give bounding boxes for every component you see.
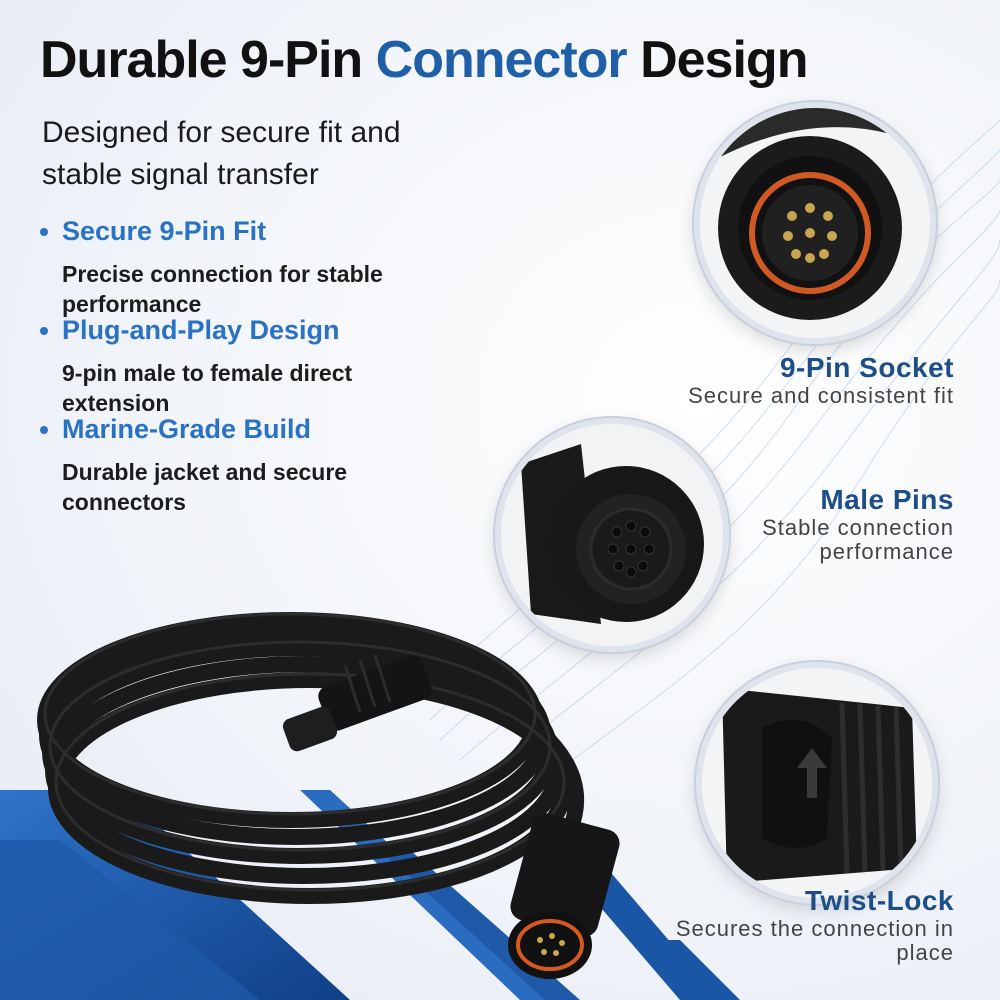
headline: Durable 9-Pin Connector Design <box>40 31 808 89</box>
feature-title: Plug-and-Play Design <box>62 315 340 345</box>
blue-stripe-6 <box>650 940 740 1000</box>
feature-title: Secure 9-Pin Fit <box>62 216 267 246</box>
callout-male-pins-image <box>495 418 729 652</box>
blue-stripe-2 <box>0 840 260 1000</box>
callout-socket-label: 9-Pin Socket Secure and consistent fit <box>688 352 954 408</box>
feature-desc: Durable jacket and secure connectors <box>62 459 348 515</box>
feature-desc: Precise connection for stable performanc… <box>62 261 383 317</box>
callout-twist-lock-label: Twist-Lock Secures the connection in pla… <box>664 885 954 965</box>
cable-connector-lower <box>508 813 620 979</box>
bullet-icon <box>40 326 48 335</box>
bullet-icon <box>40 425 48 434</box>
callout-desc: Stable connection performance <box>762 515 954 564</box>
headline-accent: Connector <box>375 31 628 89</box>
feature-marine-grade: Marine-Grade Build Durable jacket and se… <box>40 414 640 517</box>
callout-twist-lock-image <box>696 662 938 904</box>
callout-socket-image <box>694 102 936 344</box>
subtitle: Designed for secure fit and stable signa… <box>42 116 401 191</box>
callout-title: Twist-Lock <box>804 885 954 916</box>
callout-title: Male Pins <box>820 484 954 515</box>
feature-plug-and-play: Plug-and-Play Design 9-pin male to femal… <box>40 315 640 418</box>
callout-desc: Secures the connection in place <box>675 916 954 965</box>
callout-male-pins-label: Male Pins Stable connection performance <box>724 484 954 564</box>
feature-title: Marine-Grade Build <box>62 414 312 444</box>
cable-connector-upper <box>282 654 432 752</box>
callout-desc: Secure and consistent fit <box>688 383 954 408</box>
bullet-icon <box>40 227 48 236</box>
callout-title: 9-Pin Socket <box>779 352 954 383</box>
feature-secure-fit: Secure 9-Pin Fit Precise connection for … <box>40 216 640 319</box>
feature-desc: 9-pin male to female direct extension <box>62 360 353 416</box>
